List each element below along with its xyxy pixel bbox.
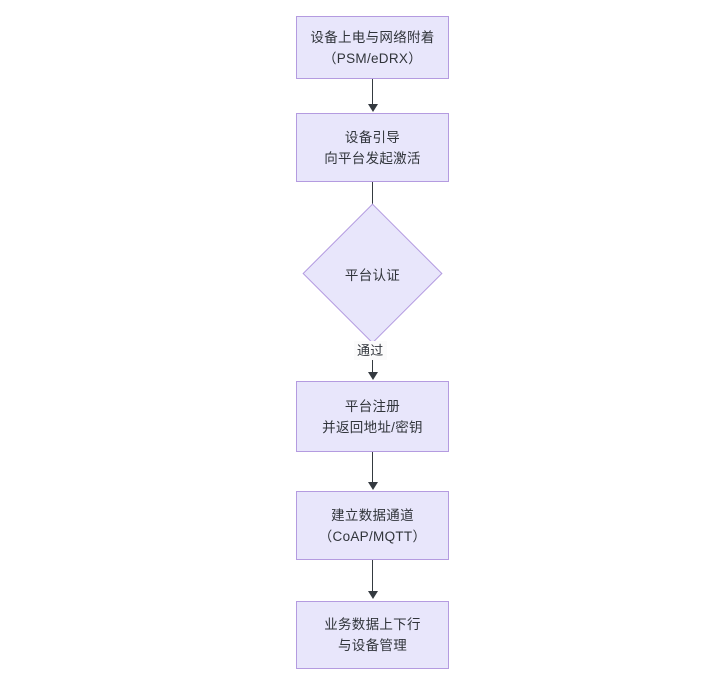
edge-n5-n6 xyxy=(372,560,374,593)
node-line: 并返回地址/密钥 xyxy=(322,419,423,435)
node-establish-data-channel[interactable]: 建立数据通道 （CoAP/MQTT） xyxy=(296,491,449,560)
node-line: 设备上电与网络附着 xyxy=(310,29,435,45)
edge-label-pass: 通过 xyxy=(354,341,387,360)
edge-n5-n6-arrowhead xyxy=(368,591,378,599)
node-platform-register[interactable]: 平台注册 并返回地址/密钥 xyxy=(296,381,449,452)
node-platform-auth-label: 平台认证 xyxy=(323,224,422,323)
node-line: （CoAP/MQTT） xyxy=(318,528,427,544)
node-line: 业务数据上下行 xyxy=(324,617,421,632)
edge-n1-n2-arrowhead xyxy=(368,104,378,112)
edge-n1-n2 xyxy=(372,79,374,106)
node-line: 与设备管理 xyxy=(338,638,407,653)
node-device-power-on[interactable]: 设备上电与网络附着 （PSM/eDRX） xyxy=(296,16,449,79)
node-line: 建立数据通道 xyxy=(331,507,414,523)
node-line: 设备引导 xyxy=(344,129,401,145)
node-line: （PSM/eDRX） xyxy=(322,50,423,66)
node-device-bootstrap[interactable]: 设备引导 向平台发起激活 xyxy=(296,113,449,182)
edge-n3-n4-arrowhead xyxy=(368,372,378,380)
node-line: 平台注册 xyxy=(344,398,401,414)
node-line: 向平台发起激活 xyxy=(324,150,421,166)
edge-n4-n5 xyxy=(372,452,374,484)
node-business-data-and-device-management[interactable]: 业务数据上下行 与设备管理 xyxy=(296,601,449,669)
node-line: 平台认证 xyxy=(344,267,401,283)
edge-n4-n5-arrowhead xyxy=(368,482,378,490)
